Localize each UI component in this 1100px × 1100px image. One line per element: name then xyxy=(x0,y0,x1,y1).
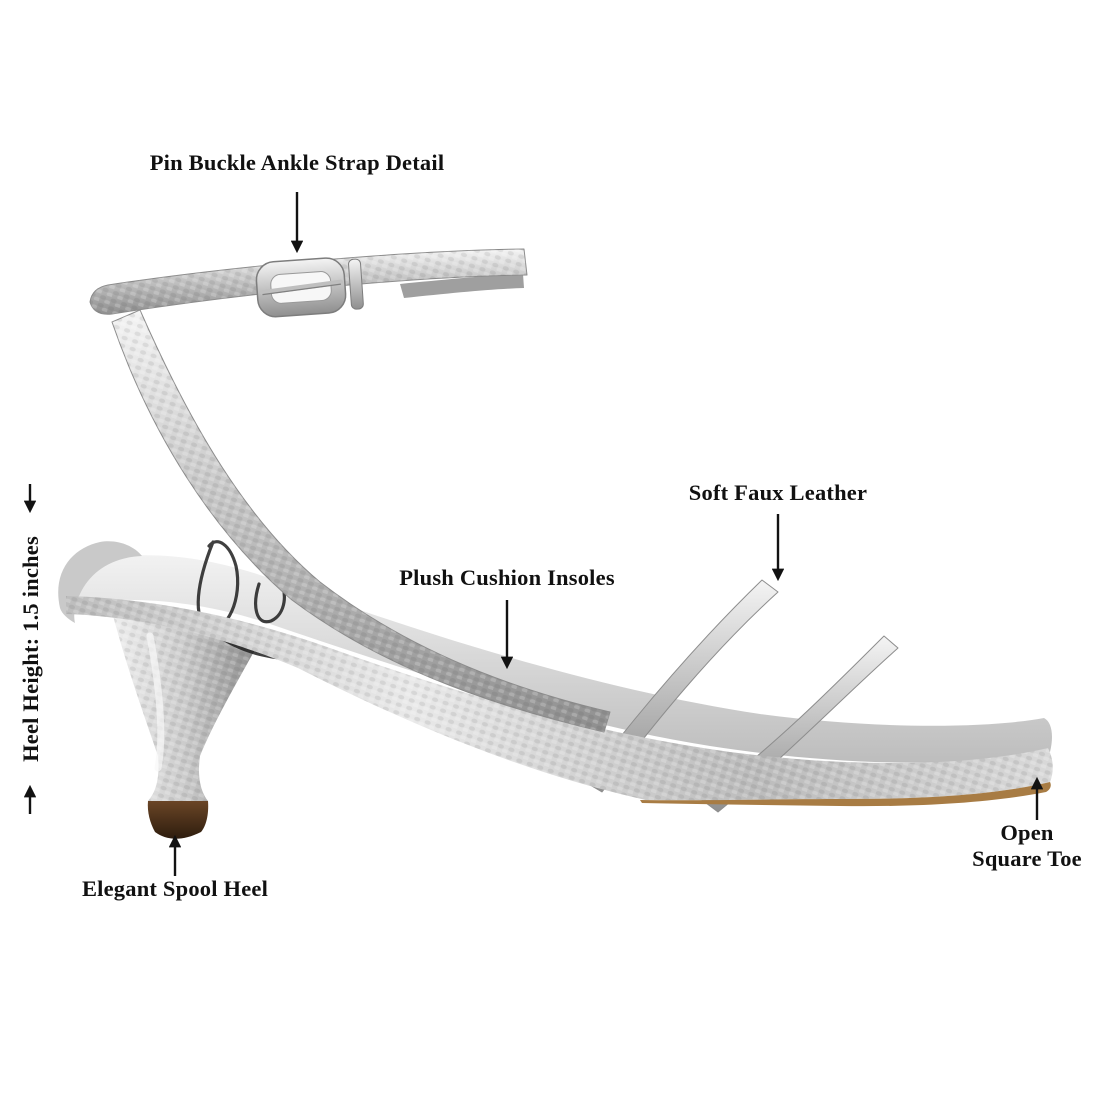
heel-tip xyxy=(147,801,209,839)
label-faux-leather: Soft Faux Leather xyxy=(688,480,868,505)
annotation-arrows xyxy=(23,192,1044,876)
buckle-pin xyxy=(259,279,344,296)
pin-buckle xyxy=(255,257,364,318)
label-square-toe-line1: Open xyxy=(1000,820,1054,845)
label-cushion-insoles: Plush Cushion Insoles xyxy=(399,565,615,590)
heel-counter-lip xyxy=(58,541,142,623)
outsole-tan-edge xyxy=(640,782,1051,807)
label-ankle-strap: Pin Buckle Ankle Strap Detail xyxy=(149,150,445,175)
label-spool-heel: Elegant Spool Heel xyxy=(81,876,269,901)
label-square-toe: Open Square Toe xyxy=(952,820,1100,872)
label-heel-height: Heel Height: 1.5 inches xyxy=(18,536,43,762)
ankle-strap-far-side xyxy=(400,274,524,298)
label-square-toe-line2: Square Toe xyxy=(972,845,1082,871)
buckle-pin-shadow xyxy=(262,283,341,296)
sole-edge xyxy=(66,596,1053,801)
buckle-keeper xyxy=(348,258,364,310)
spool-heel xyxy=(112,612,256,801)
